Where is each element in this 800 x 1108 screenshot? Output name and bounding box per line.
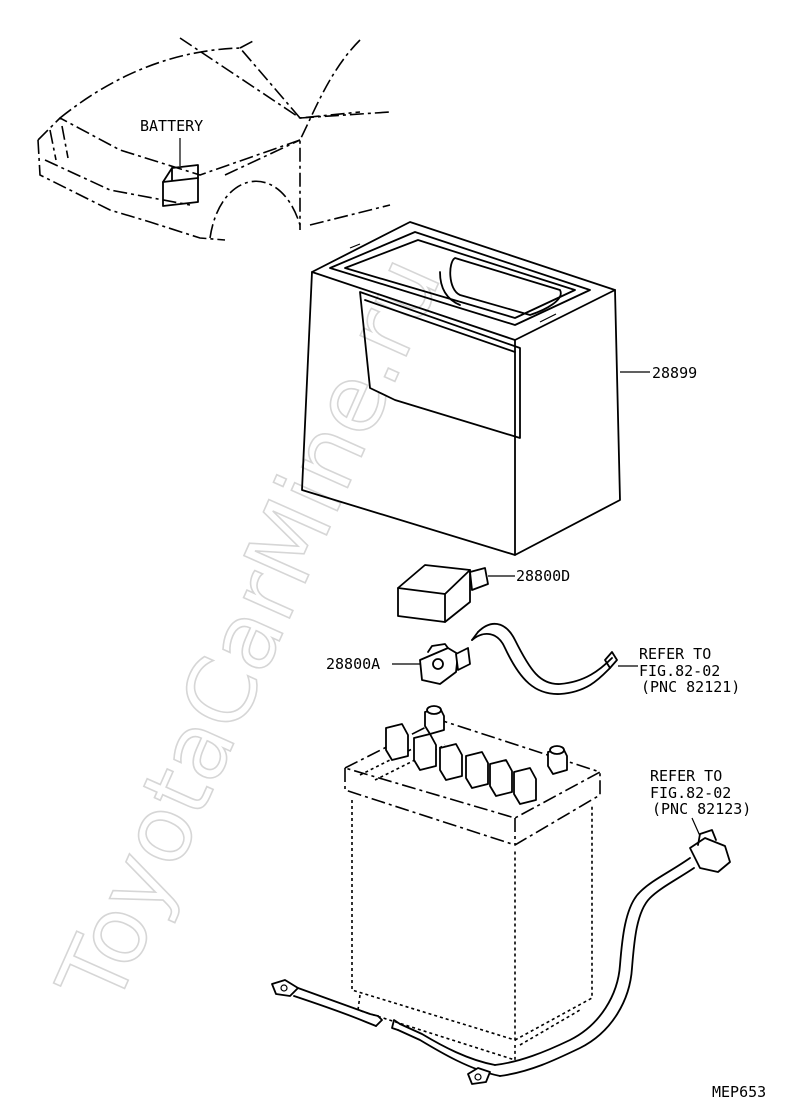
battery — [342, 705, 603, 1062]
part-number-28899: 28899 — [652, 364, 697, 382]
part-number-28800A: 28800A — [326, 655, 380, 673]
positive-cable — [477, 623, 613, 685]
leader-refer-2 — [691, 817, 701, 837]
refer-note-1-line3: (PNC 82121) — [641, 678, 740, 696]
refer-note-2-line2: FIG.82-02 — [650, 784, 731, 802]
refer-note-1-line2: FIG.82-02 — [639, 662, 720, 680]
refer-note-2-line1: REFER TO — [650, 767, 722, 785]
watermark: ToyotaCarMine.ru — [37, 241, 462, 1020]
refer-note-1-line1: REFER TO — [639, 645, 711, 663]
negative-cable — [271, 829, 731, 1085]
terminal-cover-28800D — [397, 564, 489, 623]
battery-location-label: BATTERY — [140, 117, 203, 135]
cell-caps — [385, 723, 537, 805]
battery-tray-28899 — [301, 221, 621, 556]
refer-note-2-line3: (PNC 82123) — [652, 800, 751, 818]
car-front-illustration — [37, 37, 391, 241]
figure-code: MEP653 — [712, 1083, 766, 1101]
part-number-28800D: 28800D — [516, 567, 570, 585]
terminal-clamp-28800A — [419, 643, 471, 685]
